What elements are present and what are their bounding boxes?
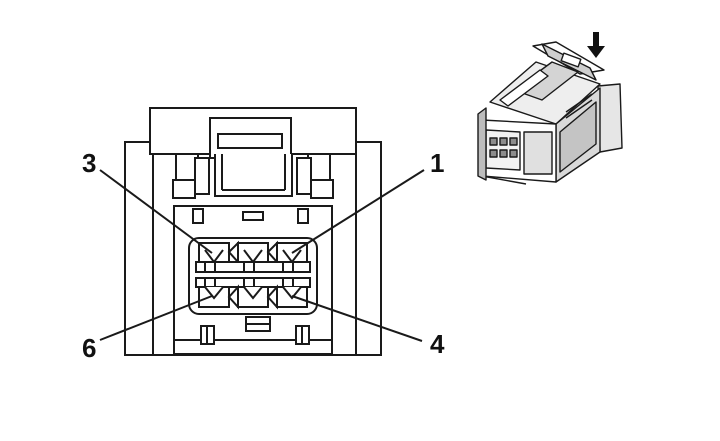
- connector-isometric-view: [477, 41, 623, 185]
- leader-line-pin-3: [99, 169, 213, 254]
- latch-arm: [214, 154, 293, 197]
- pin-label-4: 4: [430, 329, 445, 359]
- leader-line-pin-6: [99, 295, 213, 341]
- pin-label-6: 6: [82, 333, 96, 363]
- cavity-row-upper: [195, 240, 311, 273]
- leader-lines: [99, 169, 425, 342]
- pin-label-3: 3: [82, 148, 96, 178]
- down-arrow-icon: [587, 32, 605, 58]
- pin-label-1: 1: [430, 148, 444, 178]
- leader-line-pin-1: [291, 169, 425, 254]
- leader-line-pin-4: [291, 295, 423, 342]
- cavity-row-lower: [195, 277, 311, 310]
- connector-front-view: [124, 107, 382, 356]
